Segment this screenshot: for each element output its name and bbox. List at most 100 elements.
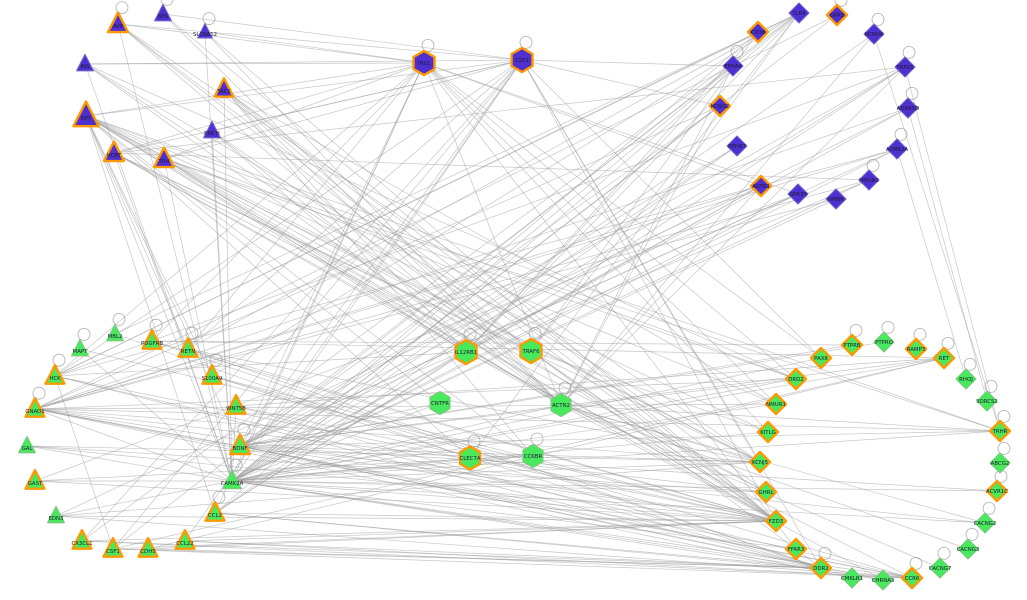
node-KCNJ5[interactable]: KCNJ5 — [748, 450, 772, 474]
edge-ADRA1D-CAMK2A — [231, 107, 909, 482]
node-MAPT[interactable]: MAPT — [71, 338, 89, 357]
node-GPR3[interactable]: GPR3 — [825, 3, 849, 27]
node-CACNG3[interactable]: CACNG3 — [957, 538, 980, 560]
node-DRD2[interactable]: DRD2 — [784, 367, 808, 391]
self-loop-IL12RB1 — [463, 327, 477, 341]
node-CACNG7[interactable]: CACNG7 — [929, 557, 952, 579]
edge-CCL22-FZD3 — [184, 520, 777, 542]
node-RHOJ[interactable]: RHOJ — [955, 368, 977, 390]
diamond-shape-PTPRB — [840, 333, 864, 357]
edge-ADRA1D-GNAO1 — [34, 107, 909, 410]
node-KCNQ2[interactable]: KCNQ2 — [708, 94, 732, 118]
node-AVP[interactable]: AVP — [106, 11, 130, 34]
edge-IRS1-PDGFRB — [151, 62, 425, 342]
node-INS[interactable]: INS — [76, 53, 94, 72]
diamond-shape-PTPRO — [873, 331, 895, 353]
triangle-shape-TAC1 — [213, 76, 235, 98]
diamond-shape-KITLG — [756, 420, 780, 444]
edge-AVP-CSF2 — [117, 23, 523, 61]
edge-MAPT-CAMK2A — [79, 348, 233, 482]
edge-IRS1-FFAR3 — [423, 62, 797, 550]
node-CNTFR[interactable]: CNTFR — [429, 390, 451, 416]
edge-KCNH6-TRHR — [873, 33, 1001, 432]
node-CCL22[interactable]: CCL22 — [174, 529, 196, 550]
triangle-shape-PDGFRB — [141, 329, 163, 350]
node-CLEC7A[interactable]: CLEC7A — [458, 445, 482, 471]
self-loop-RHOJ — [963, 357, 977, 371]
edge-CCL2-IL12RB1 — [214, 351, 467, 514]
edge-TLR4-MBL2G — [114, 12, 800, 335]
node-IL12RB1[interactable]: IL12RB1 — [454, 338, 478, 366]
diamond-shape-CACNG2 — [974, 512, 996, 534]
edge-TRH-CAMK2A — [163, 158, 233, 482]
edge-NPY-RETN — [85, 115, 189, 350]
edge-PDGFRB-RET — [151, 340, 945, 359]
node-PTPRO[interactable]: PTPRO — [873, 331, 895, 353]
edge-WNT5B-RET — [235, 357, 945, 407]
edge-CAMK2A-DRD2 — [231, 378, 797, 482]
node-MBL2G[interactable]: MBL2 — [106, 323, 124, 342]
edge-EPHA4-BDNF — [239, 65, 734, 447]
node-NPS[interactable]: NPS — [154, 3, 172, 22]
node-TRHR[interactable]: TRHR — [988, 419, 1012, 443]
node-ABCG2[interactable]: ABCG2 — [989, 452, 1011, 474]
diamond-shape-DDR2 — [809, 556, 833, 580]
edge-HCRT-TRPV1 — [113, 66, 906, 154]
node-ACVR1C[interactable]: ACVR1C — [985, 479, 1008, 503]
edge-CAMK2A-PAX8 — [231, 357, 822, 482]
node-TAC1[interactable]: TAC1 — [213, 76, 235, 98]
edge-CAMK2A-ACVR1C — [231, 480, 998, 492]
node-CACNG2[interactable]: CACNG2 — [974, 512, 997, 534]
self-loop-SLC6A12 — [202, 12, 216, 26]
node-NPY[interactable]: NPY — [72, 100, 100, 128]
self-loop-ABCG2 — [997, 441, 1011, 455]
node-PTPRB[interactable]: PTPRB — [840, 333, 864, 357]
triangle-shape-NPS — [154, 3, 172, 22]
edge-BDNF-ACVR1C — [239, 445, 998, 492]
self-loop-GPR3 — [834, 0, 848, 7]
node-CMKLR1[interactable]: CMKLR1 — [841, 567, 863, 589]
node-IRS1[interactable]: IRS1 — [412, 49, 436, 77]
edge-KCNQ2-GNAO1 — [34, 105, 721, 410]
node-SORCS2[interactable]: SORCS2 — [976, 390, 998, 412]
self-loop-RET — [941, 336, 955, 350]
edge-CDH5-DDR2 — [147, 548, 822, 569]
edge-TRPV1-CAMK2A — [231, 66, 906, 482]
edge-TRPV1-ACTN2 — [560, 66, 906, 406]
edge-ACTN2-KCNJ5 — [560, 404, 761, 463]
node-NMUR2[interactable]: NMUR2 — [858, 169, 880, 191]
node-RAMP3[interactable]: RAMP3 — [904, 337, 928, 361]
node-GAST[interactable]: GAST — [24, 469, 46, 490]
node-CCL2[interactable]: CCL2 — [204, 501, 226, 522]
node-CCR6[interactable]: CCR6 — [900, 566, 924, 590]
node-ACTN2[interactable]: ACTN2 — [550, 392, 572, 418]
node-KCNH6[interactable]: KCNH6 — [863, 23, 885, 45]
edge-TRAF6-FZD3 — [530, 350, 777, 522]
node-CSF2[interactable]: CSF2 — [510, 46, 534, 74]
node-TRAF6[interactable]: TRAF6 — [519, 337, 543, 365]
edge-CAMK2A-RET — [231, 357, 945, 482]
node-GAL[interactable]: GAL — [18, 435, 36, 454]
node-GHRL[interactable]: GHRL — [754, 480, 778, 504]
edge-RETN-KCNJ5 — [187, 348, 761, 463]
edge-AGTR1-ACTN2 — [560, 185, 762, 406]
node-GPR39[interactable]: GPR39 — [787, 183, 809, 205]
node-EPHA7[interactable]: EPHA7 — [726, 135, 748, 157]
edge-INS-IRS1 — [84, 62, 425, 65]
edge-AGTR1-IL12RB1 — [465, 185, 762, 353]
node-CCKBR[interactable]: CCKBR — [522, 443, 544, 469]
edge-TLR4-CCL2 — [214, 12, 800, 514]
diamond-shape-CACNG7 — [929, 557, 951, 579]
node-WNT5B[interactable]: WNT5B — [225, 394, 247, 415]
edge-GPR39-BDNF — [239, 193, 799, 447]
node-ADRA2A[interactable]: ADRA2A — [886, 138, 908, 160]
edge-NPS-ACTN2 — [162, 13, 562, 406]
node-S100A9[interactable]: S100A9 — [201, 364, 223, 385]
edge-EPHA4-IL12RB1 — [465, 65, 734, 353]
triangle-shape-GNAO1 — [24, 397, 46, 418]
node-ADRA1D[interactable]: ADRA1D — [897, 97, 920, 119]
self-loop-SORCS2 — [984, 379, 998, 393]
node-FFAR3[interactable]: FFAR3 — [784, 537, 808, 561]
node-RET[interactable]: RET — [932, 346, 956, 370]
